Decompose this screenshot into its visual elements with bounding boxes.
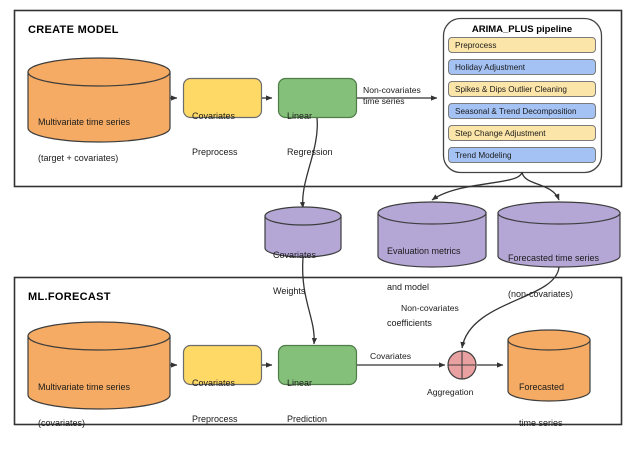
node-linear-prediction-line2: Prediction xyxy=(287,414,328,424)
node-linear-prediction-line1: Linear xyxy=(287,378,313,388)
pipeline-step-label: Step Change Adjustment xyxy=(455,128,546,138)
cylinder-forecast-output xyxy=(507,329,591,402)
pipeline-step-step-change-adjustment[interactable]: Step Change Adjustment xyxy=(448,125,596,141)
diagram-canvas: CREATE MODEL ML.FORECAST ARIMA_PLUS pipe… xyxy=(13,9,623,428)
pipeline-step-label: Holiday Adjustment xyxy=(455,62,526,72)
edge-label-non-covariates-time-series: Non-covariates time series xyxy=(363,63,421,129)
node-eval-metrics-line3: coefficients xyxy=(387,318,432,328)
node-linear-regression-line1: Linear xyxy=(287,111,313,121)
node-linear-prediction-shape xyxy=(277,344,358,386)
node-source-train-line2: (target + covariates) xyxy=(38,153,119,163)
group-title-ml-forecast: ML.FORECAST xyxy=(28,291,111,303)
edge-label-covariates: Covariates xyxy=(370,351,412,361)
node-forecasted-noncovariates-line2: (non-covariates) xyxy=(508,289,574,299)
cylinder-covariates-weights xyxy=(264,206,342,258)
cylinder-eval-metrics xyxy=(377,201,487,268)
cylinder-source-forecast xyxy=(27,321,171,410)
cylinder-source-train xyxy=(27,57,171,143)
node-source-forecast-line2: (covariates) xyxy=(38,418,86,428)
node-preprocess-train-line2: Preprocess xyxy=(192,147,238,157)
node-preprocess-train-shape xyxy=(182,77,263,119)
node-aggregation-label: Aggregation xyxy=(427,387,474,397)
pipeline-step-spikes-dips-outlier-cleaning[interactable]: Spikes & Dips Outlier Cleaning xyxy=(448,81,596,97)
node-forecast-output: Forecasted time series xyxy=(519,357,564,453)
pipeline-step-preprocess[interactable]: Preprocess xyxy=(448,37,596,53)
node-linear-regression[interactable]: Linear Regression xyxy=(287,86,333,182)
pipeline-step-label: Preprocess xyxy=(455,40,497,50)
node-preprocess-forecast-shape xyxy=(182,344,263,386)
edge-forecasted-to-aggregation xyxy=(460,266,560,349)
edge-weights-to-linpred xyxy=(301,256,318,345)
node-linear-prediction[interactable]: Linear Prediction xyxy=(287,353,327,449)
node-covariates-weights: Covariates Weights xyxy=(273,225,316,321)
node-preprocess-forecast-line1: Covariates xyxy=(192,378,236,388)
node-source-forecast-line1: Multivariate time series xyxy=(38,382,131,392)
node-preprocess-train[interactable]: Covariates Preprocess xyxy=(192,86,238,182)
node-forecasted-noncovariates: Forecasted time series (non-covariates) xyxy=(508,228,599,324)
edge-label-line1: Non-covariates time series xyxy=(363,85,421,106)
node-covariates-weights-line1: Covariates xyxy=(273,250,317,260)
edge-pipeline-to-eval xyxy=(431,171,523,201)
edge-pipeline-to-forecasted xyxy=(521,171,560,201)
node-aggregation-shape xyxy=(447,350,477,380)
node-preprocess-forecast-line2: Preprocess xyxy=(192,414,238,424)
node-linear-regression-line2: Regression xyxy=(287,147,333,157)
pipeline-title: ARIMA_PLUS pipeline xyxy=(471,24,573,35)
node-source-train-line1: Multivariate time series xyxy=(38,117,131,127)
node-forecasted-noncovariates-line1: Forecasted time series xyxy=(508,253,600,263)
cylinder-forecasted-noncovariates xyxy=(497,201,621,268)
node-covariates-weights-line2: Weights xyxy=(273,286,306,296)
node-eval-metrics-line2: and model xyxy=(387,282,430,292)
node-forecast-output-line1: Forecasted xyxy=(519,382,565,392)
node-forecast-output-line2: time series xyxy=(519,418,563,428)
node-linear-regression-shape xyxy=(277,77,358,119)
pipeline-step-label: Trend Modeling xyxy=(455,150,512,160)
node-eval-metrics: Evaluation metrics and model coefficient… xyxy=(387,221,461,353)
node-source-forecast: Multivariate time series (covariates) xyxy=(38,357,130,453)
pipeline-step-trend-modeling[interactable]: Trend Modeling xyxy=(448,147,596,163)
pipeline-step-label: Spikes & Dips Outlier Cleaning xyxy=(455,84,567,94)
group-title-create-model: CREATE MODEL xyxy=(28,24,119,36)
node-eval-metrics-line1: Evaluation metrics xyxy=(387,246,461,256)
node-preprocess-train-line1: Covariates xyxy=(192,111,236,121)
pipeline-step-label: Seasonal & Trend Decomposition xyxy=(455,106,577,116)
edge-linreg-to-weights xyxy=(299,117,318,209)
node-preprocess-forecast[interactable]: Covariates Preprocess xyxy=(192,353,238,449)
node-source-train: Multivariate time series (target + covar… xyxy=(38,92,130,188)
pipeline-step-seasonal-trend-decomposition[interactable]: Seasonal & Trend Decomposition xyxy=(448,103,596,119)
pipeline-step-holiday-adjustment[interactable]: Holiday Adjustment xyxy=(448,59,596,75)
edge-label-non-covariates: Non-covariates xyxy=(401,303,459,313)
